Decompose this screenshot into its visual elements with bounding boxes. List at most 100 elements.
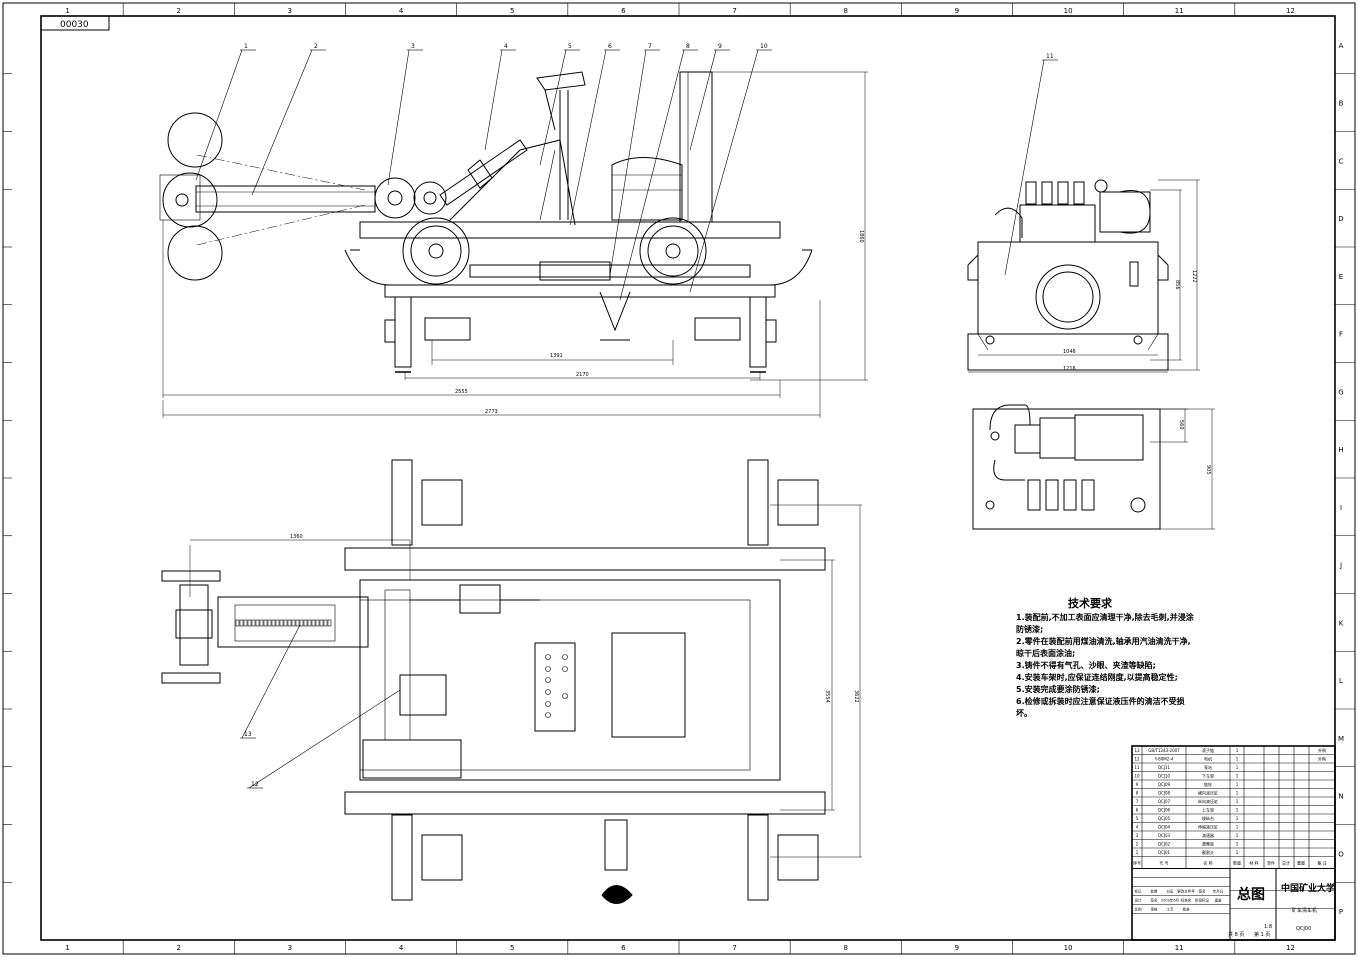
tech-requirement-item: 3.铸件不得有气孔、沙眼、夹渣等缺陷;: [1016, 661, 1156, 670]
parts-cell: QCJ04: [1158, 825, 1171, 830]
callout-number: 4: [504, 43, 508, 50]
zone-row-label: I: [1340, 504, 1342, 512]
dim-label: 3622: [853, 690, 859, 703]
zone-column-label: 8: [844, 944, 848, 952]
wheel-bearing: [421, 479, 463, 526]
valve-block: [1081, 479, 1095, 511]
parts-cell: QCJ10: [1158, 774, 1171, 779]
parts-cell: GB/T1243-2007: [1148, 748, 1180, 753]
callout-number: 11: [1046, 53, 1054, 60]
callout-number: 1: [244, 43, 248, 50]
zone-column-label: 1: [65, 944, 69, 952]
dim-label: 3554: [824, 690, 830, 703]
chain-link: [255, 619, 260, 627]
technical-requirements: 技术要求 1.装配前,不加工表面应清理干净,除去毛刺,并浸涂防锈漆; 2.零件在…: [1016, 598, 1196, 720]
pump-tank: [977, 241, 1159, 335]
valve-knob: [545, 654, 551, 660]
zone-row-label: L: [1339, 677, 1343, 685]
title-block-label: 处数: [1151, 889, 1159, 894]
parts-cell: 外购: [1318, 747, 1326, 753]
rail-wheels: [391, 459, 819, 901]
dim-label: 1216: [1063, 366, 1076, 372]
rail-wheel: [747, 814, 769, 901]
parts-cell: 10: [1134, 774, 1140, 779]
parts-cell: 泵站: [1204, 764, 1212, 770]
parts-cell: 13: [1134, 748, 1140, 753]
sprocket-section: [601, 885, 633, 904]
dim-label: 1860: [858, 230, 864, 243]
frame-rail-top: [344, 547, 826, 571]
parts-cell: QCJ02: [1158, 842, 1171, 847]
tech-requirement-item: 2.零件在装配前用煤油清洗,轴承用汽油清洗干净,晾干后表面涂油;: [1016, 637, 1191, 658]
upper-frame-plan: [359, 579, 781, 781]
dim-label: 1222: [1191, 270, 1197, 283]
zone-column-label: 2: [177, 944, 181, 952]
zone-row-label: P: [1339, 908, 1343, 916]
zone-column-label: 5: [510, 7, 514, 15]
callout-leader: [387, 49, 410, 186]
motor-top: [1074, 414, 1144, 461]
parts-cell: Y-80M2-4: [1154, 757, 1174, 762]
parts-cell: 1: [1236, 782, 1239, 787]
callout-leader: [539, 49, 567, 166]
callout-leader: [248, 689, 401, 789]
parts-cell: 操纵台: [1202, 815, 1214, 821]
parts-cell: 1: [1236, 774, 1239, 779]
title-block-label: 工艺: [1167, 907, 1175, 912]
dim-label: 2555: [455, 389, 468, 395]
chain-link: [311, 619, 316, 627]
parts-cell: 伸缩液压缸: [1198, 824, 1218, 830]
zone-row-label: O: [1338, 850, 1344, 858]
reducer-wheel: [374, 177, 416, 219]
callout-number: 10: [760, 43, 768, 50]
valve-panel: [534, 642, 576, 732]
zone-column-label: 10: [1064, 7, 1073, 15]
scale: 1:8: [1264, 924, 1272, 930]
zone-column-label: 1: [65, 7, 69, 15]
valve-knob: [545, 689, 551, 695]
parts-cell: 外购: [1318, 756, 1326, 762]
zone-column-label: 2: [177, 7, 181, 15]
title-block-label: 年月日: [1213, 889, 1224, 894]
title-block-label: 阶段标记: [1195, 898, 1210, 903]
zone-row-label: G: [1338, 388, 1343, 396]
dim-label: 905: [1205, 465, 1211, 475]
valve-knob: [545, 712, 551, 718]
parts-cell: 7: [1136, 799, 1139, 804]
zone-column-label: 11: [1175, 944, 1184, 952]
callout-number: 12: [251, 781, 259, 788]
parts-cell: 横向液压缸: [1198, 790, 1218, 796]
parts-cell: 2: [1136, 842, 1139, 847]
parts-header: 数量: [1233, 860, 1241, 866]
organization-name: 中国矿业大学: [1281, 882, 1335, 894]
pressure-gauge-icon: [1094, 179, 1108, 193]
parts-cell: 电机: [1204, 756, 1212, 762]
chain-link: [247, 619, 252, 627]
valve-knob: [545, 677, 551, 683]
zone-row-label: E: [1339, 273, 1343, 281]
chain-link: [287, 619, 292, 627]
chain-link: [279, 619, 284, 627]
parts-header: 名 称: [1203, 860, 1212, 866]
parts-header: 单件: [1267, 860, 1275, 866]
rear-wheel: [639, 217, 707, 285]
parts-cell: 截割头: [1202, 849, 1214, 855]
callout-number: 13: [244, 731, 252, 738]
parts-cell: 悬臂梁: [1202, 841, 1214, 847]
zone-row-label: D: [1338, 215, 1343, 223]
chain-link: [259, 619, 264, 627]
chain-link: [303, 619, 308, 627]
parts-cell: QCJ06: [1158, 808, 1171, 813]
upper-frame: [359, 221, 781, 239]
zone-column-label: 5: [510, 944, 514, 952]
callout-number: 9: [718, 43, 722, 50]
reducer-plan: [362, 739, 462, 779]
boom-beam: [195, 185, 376, 213]
callout-number: 5: [568, 43, 572, 50]
zone-column-label: 3: [288, 7, 292, 15]
motor-front: [1099, 191, 1151, 233]
zone-row-label: A: [1339, 42, 1344, 50]
